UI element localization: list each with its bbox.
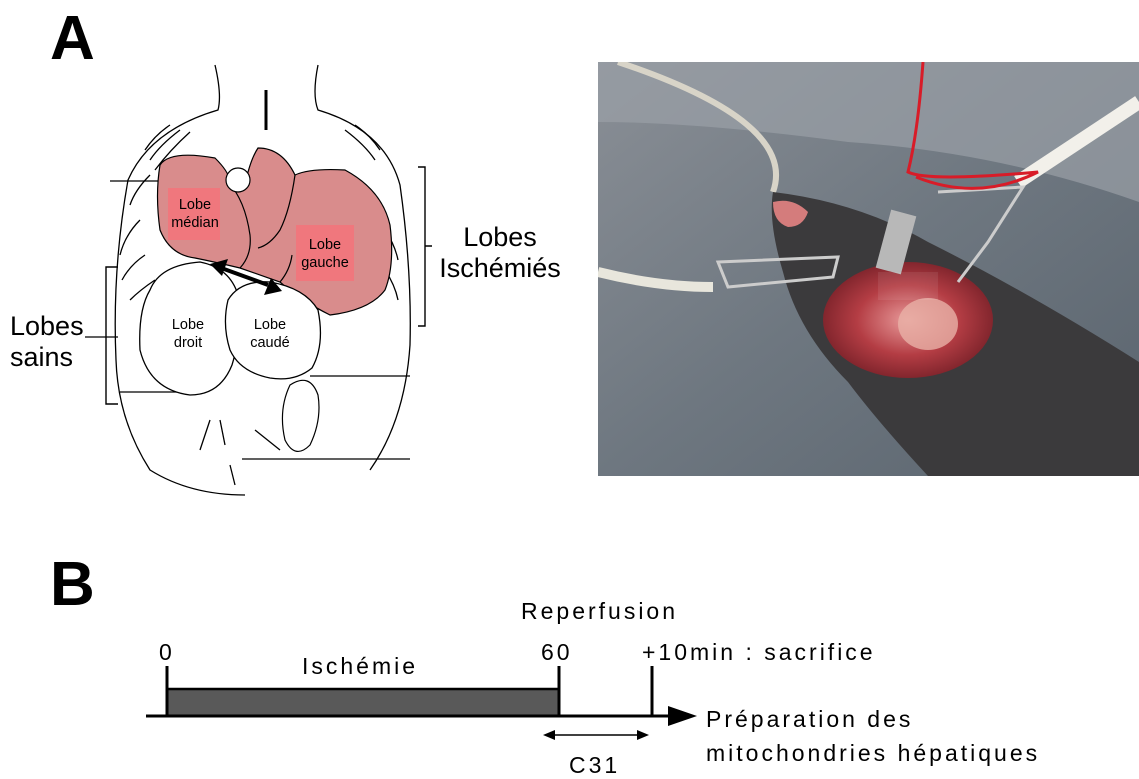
ischemia-bar [167,689,559,716]
axis-arrow-icon [668,706,697,726]
